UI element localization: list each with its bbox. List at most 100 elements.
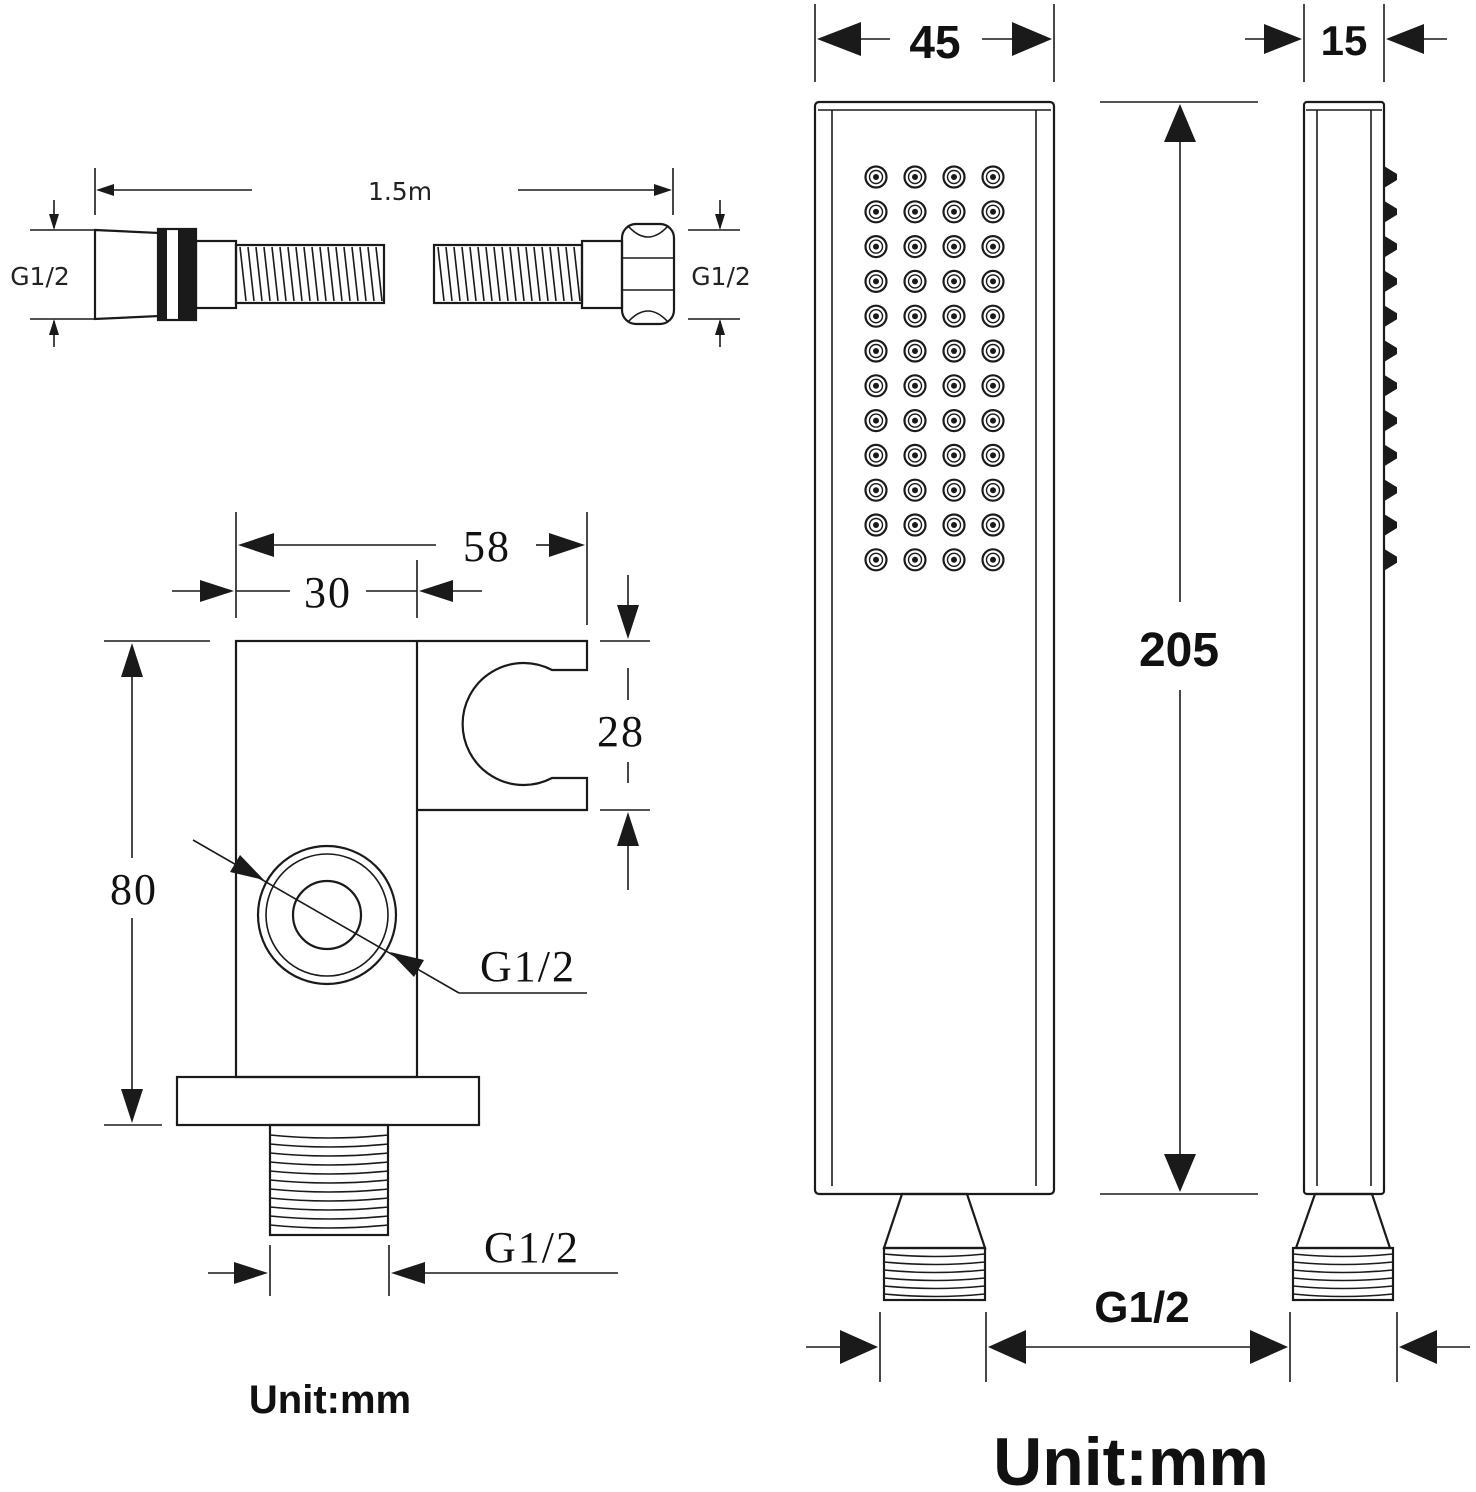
- bracket-body: [234, 639, 419, 1079]
- nozzle: [942, 235, 966, 259]
- handset-width-45-dimension: [814, 4, 1055, 82]
- nozzle: [903, 200, 927, 224]
- nozzle: [942, 513, 966, 537]
- hose-length-label: 1.5m: [368, 177, 432, 206]
- bracket-inlet: [192, 839, 587, 994]
- nozzle: [981, 304, 1005, 328]
- bracket-inlet-label: G1/2: [480, 942, 576, 991]
- nozzle: [864, 200, 888, 224]
- nozzle: [864, 548, 888, 572]
- nozzle: [903, 409, 927, 433]
- nozzle: [903, 165, 927, 189]
- nozzle: [942, 200, 966, 224]
- bracket-width-58-dimension: [235, 512, 588, 625]
- nozzle: [942, 269, 966, 293]
- hose-right-thread-dimension: [688, 200, 740, 347]
- nozzle: [981, 513, 1005, 537]
- nozzle: [864, 269, 888, 293]
- nozzle: [864, 304, 888, 328]
- hose-length-dimension: [94, 168, 674, 215]
- nozzle: [942, 443, 966, 467]
- nozzle: [942, 374, 966, 398]
- side-nozzle: [1384, 444, 1397, 467]
- handset-drawing: 45 15: [806, 4, 1470, 1492]
- hose-drawing: 1.5m G1/2: [10, 168, 751, 347]
- bracket-base-plate: [175, 1075, 481, 1127]
- nozzle: [903, 513, 927, 537]
- hose-left-thread-label: G1/2: [10, 262, 70, 291]
- nozzle: [981, 548, 1005, 572]
- nozzle: [903, 339, 927, 363]
- handset-length-205-dimension: [1100, 101, 1258, 1195]
- nozzle: [942, 478, 966, 502]
- side-nozzle: [1384, 340, 1397, 362]
- bracket-holder-28-dimension: [600, 575, 650, 890]
- nozzle: [903, 269, 927, 293]
- side-nozzle: [1384, 548, 1397, 571]
- nozzle: [981, 478, 1005, 502]
- bracket-holder: [417, 639, 589, 812]
- bracket-width-30-dimension: [172, 560, 482, 618]
- nozzle: [981, 165, 1005, 189]
- handset-length-205-label: 205: [1139, 624, 1219, 677]
- nozzle: [864, 513, 888, 537]
- nozzle: [942, 409, 966, 433]
- handset-side-view: [1291, 100, 1397, 1302]
- nozzle: [981, 443, 1005, 467]
- bracket-height-80-label: 80: [110, 865, 158, 914]
- side-nozzle: [1384, 166, 1397, 188]
- handset-depth-15-label: 15: [1321, 17, 1368, 64]
- nozzle: [942, 165, 966, 189]
- hose-left-segment: [234, 243, 386, 305]
- hose-left-thread-dimension: [30, 200, 95, 347]
- nozzle: [903, 304, 927, 328]
- nozzle: [981, 409, 1005, 433]
- hose-left-nut: [93, 227, 238, 322]
- handset-depth-15-dimension: [1245, 4, 1447, 82]
- side-nozzle: [1384, 374, 1397, 397]
- handset-thread-label: G1/2: [1094, 1283, 1189, 1332]
- side-nozzle: [1384, 305, 1397, 328]
- hose-right-thread-label: G1/2: [691, 262, 751, 291]
- hose-right-nut: [580, 222, 676, 326]
- handset-thread-dimension: [806, 1312, 1470, 1382]
- nozzle: [903, 374, 927, 398]
- side-nozzle: [1384, 200, 1397, 223]
- bracket-width-58-label: 58: [463, 522, 511, 571]
- nozzle: [864, 409, 888, 433]
- nozzle: [903, 478, 927, 502]
- side-nozzle: [1384, 479, 1397, 502]
- nozzle: [864, 374, 888, 398]
- nozzle: [942, 548, 966, 572]
- nozzle: [981, 235, 1005, 259]
- bracket-drawing: 58 30 G1/2: [104, 512, 650, 1422]
- nozzle: [864, 235, 888, 259]
- side-nozzle: [1384, 514, 1397, 536]
- nozzle: [981, 269, 1005, 293]
- nozzle: [981, 374, 1005, 398]
- nozzle: [903, 443, 927, 467]
- side-nozzle: [1384, 270, 1397, 293]
- nozzle-grid: [864, 165, 1005, 572]
- side-nozzle: [1384, 409, 1397, 432]
- bracket-height-80-dimension: [104, 640, 210, 1126]
- bracket-outlet-label: G1/2: [484, 1223, 580, 1272]
- nozzle: [864, 165, 888, 189]
- nozzle: [942, 304, 966, 328]
- hose-right-segment: [432, 243, 584, 305]
- nozzle: [903, 548, 927, 572]
- nozzle: [981, 200, 1005, 224]
- bracket-threaded-stem: [268, 1123, 390, 1237]
- nozzle: [981, 339, 1005, 363]
- nozzle: [942, 339, 966, 363]
- nozzle: [864, 478, 888, 502]
- handset-width-45-label: 45: [909, 16, 960, 68]
- bracket-width-30-label: 30: [304, 568, 352, 617]
- nozzle: [864, 443, 888, 467]
- bracket-unit-label: Unit:mm: [249, 1378, 411, 1422]
- handset-unit-label: Unit:mm: [993, 1424, 1269, 1492]
- handset-front-view: [813, 100, 1056, 1302]
- nozzle: [903, 235, 927, 259]
